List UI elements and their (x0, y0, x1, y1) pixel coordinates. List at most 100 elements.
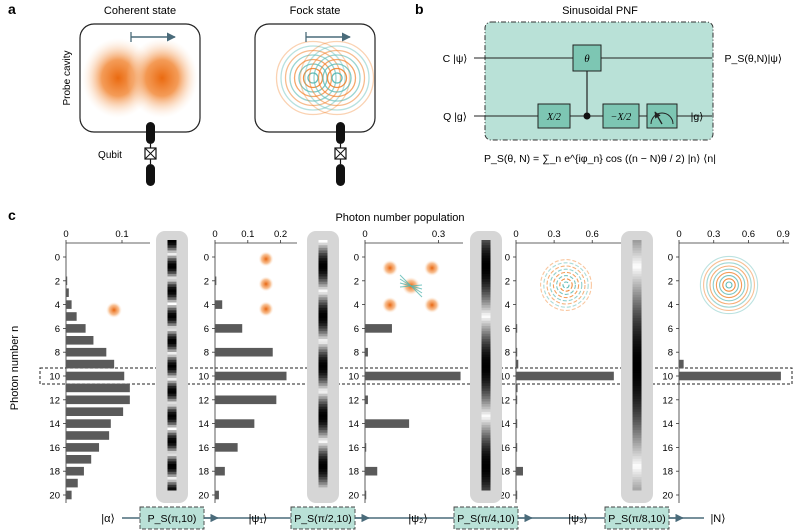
y-tick-label: 10 (348, 372, 359, 383)
stripe-segment (318, 357, 328, 361)
stripe-segment (318, 325, 328, 330)
population-bar (516, 359, 519, 369)
stripe-segment (318, 388, 328, 392)
theta-gate-label: θ (584, 53, 590, 65)
y-tick-label: 0 (204, 253, 209, 264)
stripe-segment (632, 409, 642, 413)
y-tick-label: 20 (348, 491, 359, 502)
stripe-segment (481, 440, 491, 444)
stripe-segment (632, 445, 642, 449)
stripe-segment (481, 385, 491, 389)
stripe-segment (318, 445, 328, 449)
y-tick-label: 2 (668, 276, 673, 287)
stripe-segment (632, 471, 642, 475)
population-bar (215, 300, 223, 309)
stripe-segment (632, 281, 642, 285)
population-bar (66, 324, 86, 333)
stripe-segment (481, 273, 491, 277)
stripe-segment (632, 242, 642, 246)
population-bar (516, 383, 518, 393)
stripe-segment (167, 469, 177, 473)
y-tick-label: 6 (668, 324, 673, 335)
stripe-segment (318, 263, 328, 267)
stripe-segment (167, 484, 177, 488)
stripe-segment (632, 312, 642, 317)
stripe-segment (481, 370, 491, 374)
y-tick-label: 6 (505, 324, 510, 335)
stripe-segment (167, 466, 177, 470)
population-axis-title: Photon number population (335, 212, 464, 224)
operator-label: P_S(π/4,10) (457, 513, 514, 525)
x-tick-label: 0.6 (742, 229, 755, 240)
y-tick-label: 6 (55, 324, 60, 335)
stripe-segment (167, 328, 177, 332)
y-tick-label: 20 (198, 491, 209, 502)
stripe-segment (632, 302, 642, 306)
population-bar (66, 371, 125, 381)
fock-ring (313, 54, 361, 102)
stripe-segment (318, 289, 328, 293)
y-tick-label: 16 (499, 443, 510, 454)
stripe-segment (632, 448, 642, 452)
stripe-segment (481, 471, 491, 475)
stripe-segment (632, 346, 642, 350)
stripe-segment (318, 427, 328, 431)
y-tick-label: 10 (198, 372, 209, 383)
y-tick-label: 14 (198, 419, 209, 430)
stripe-segment (481, 357, 491, 361)
stripe-segment (481, 474, 491, 478)
stripe-segment (167, 385, 177, 389)
stripe-segment (318, 430, 328, 434)
stripe-segment (481, 487, 491, 491)
stripe-segment (318, 453, 328, 457)
y-tick-label: 0 (668, 253, 673, 264)
stripe-segment (167, 424, 177, 428)
x-tick-label: 0 (676, 229, 681, 240)
stripe-segment (167, 479, 177, 483)
stripe-segment (167, 375, 177, 379)
stripe-segment (167, 286, 177, 290)
stripe-segment (318, 437, 328, 442)
stripe-segment (481, 341, 491, 345)
stripe-segment (167, 299, 177, 303)
y-tick-label: 4 (505, 300, 510, 311)
population-bar (66, 466, 84, 476)
minus-x2-gate-label: −X/2 (611, 112, 632, 123)
inset-blob (258, 251, 274, 267)
y-tick-label: 16 (662, 443, 673, 454)
highlight-band (39, 367, 793, 385)
stripe-segment (632, 320, 642, 324)
inset-blob (382, 260, 398, 276)
stripe-segment (167, 284, 177, 288)
stripe-segment (167, 370, 177, 374)
x-tick-label: 0.3 (432, 229, 445, 240)
fock-ring (322, 63, 352, 93)
y-tick-label: 14 (662, 419, 673, 430)
stripe-segment (318, 253, 328, 257)
qubit-label: Qubit (98, 150, 122, 161)
stripe-segment (167, 250, 177, 254)
stripe-segment (167, 422, 177, 426)
population-bar (215, 276, 217, 286)
fock-ring (280, 45, 346, 111)
stripe-segment (481, 323, 491, 327)
population-bar (516, 490, 518, 500)
stripe-segment (318, 312, 328, 317)
stripe-segment (167, 450, 177, 455)
stripe-segment (318, 276, 328, 280)
stripe-segment (167, 338, 177, 343)
operator-stripe-0 (156, 231, 188, 503)
population-bar (66, 359, 115, 369)
stripe-segment (632, 396, 642, 400)
stripe-segment (481, 443, 491, 447)
stripe-segment (318, 367, 328, 371)
stripe-segment (167, 383, 177, 387)
population-bar (679, 359, 684, 369)
stripe-segment (167, 271, 177, 275)
stripe-segment (632, 406, 642, 410)
stripe-segment (632, 325, 642, 330)
stripe-segment (481, 354, 491, 358)
